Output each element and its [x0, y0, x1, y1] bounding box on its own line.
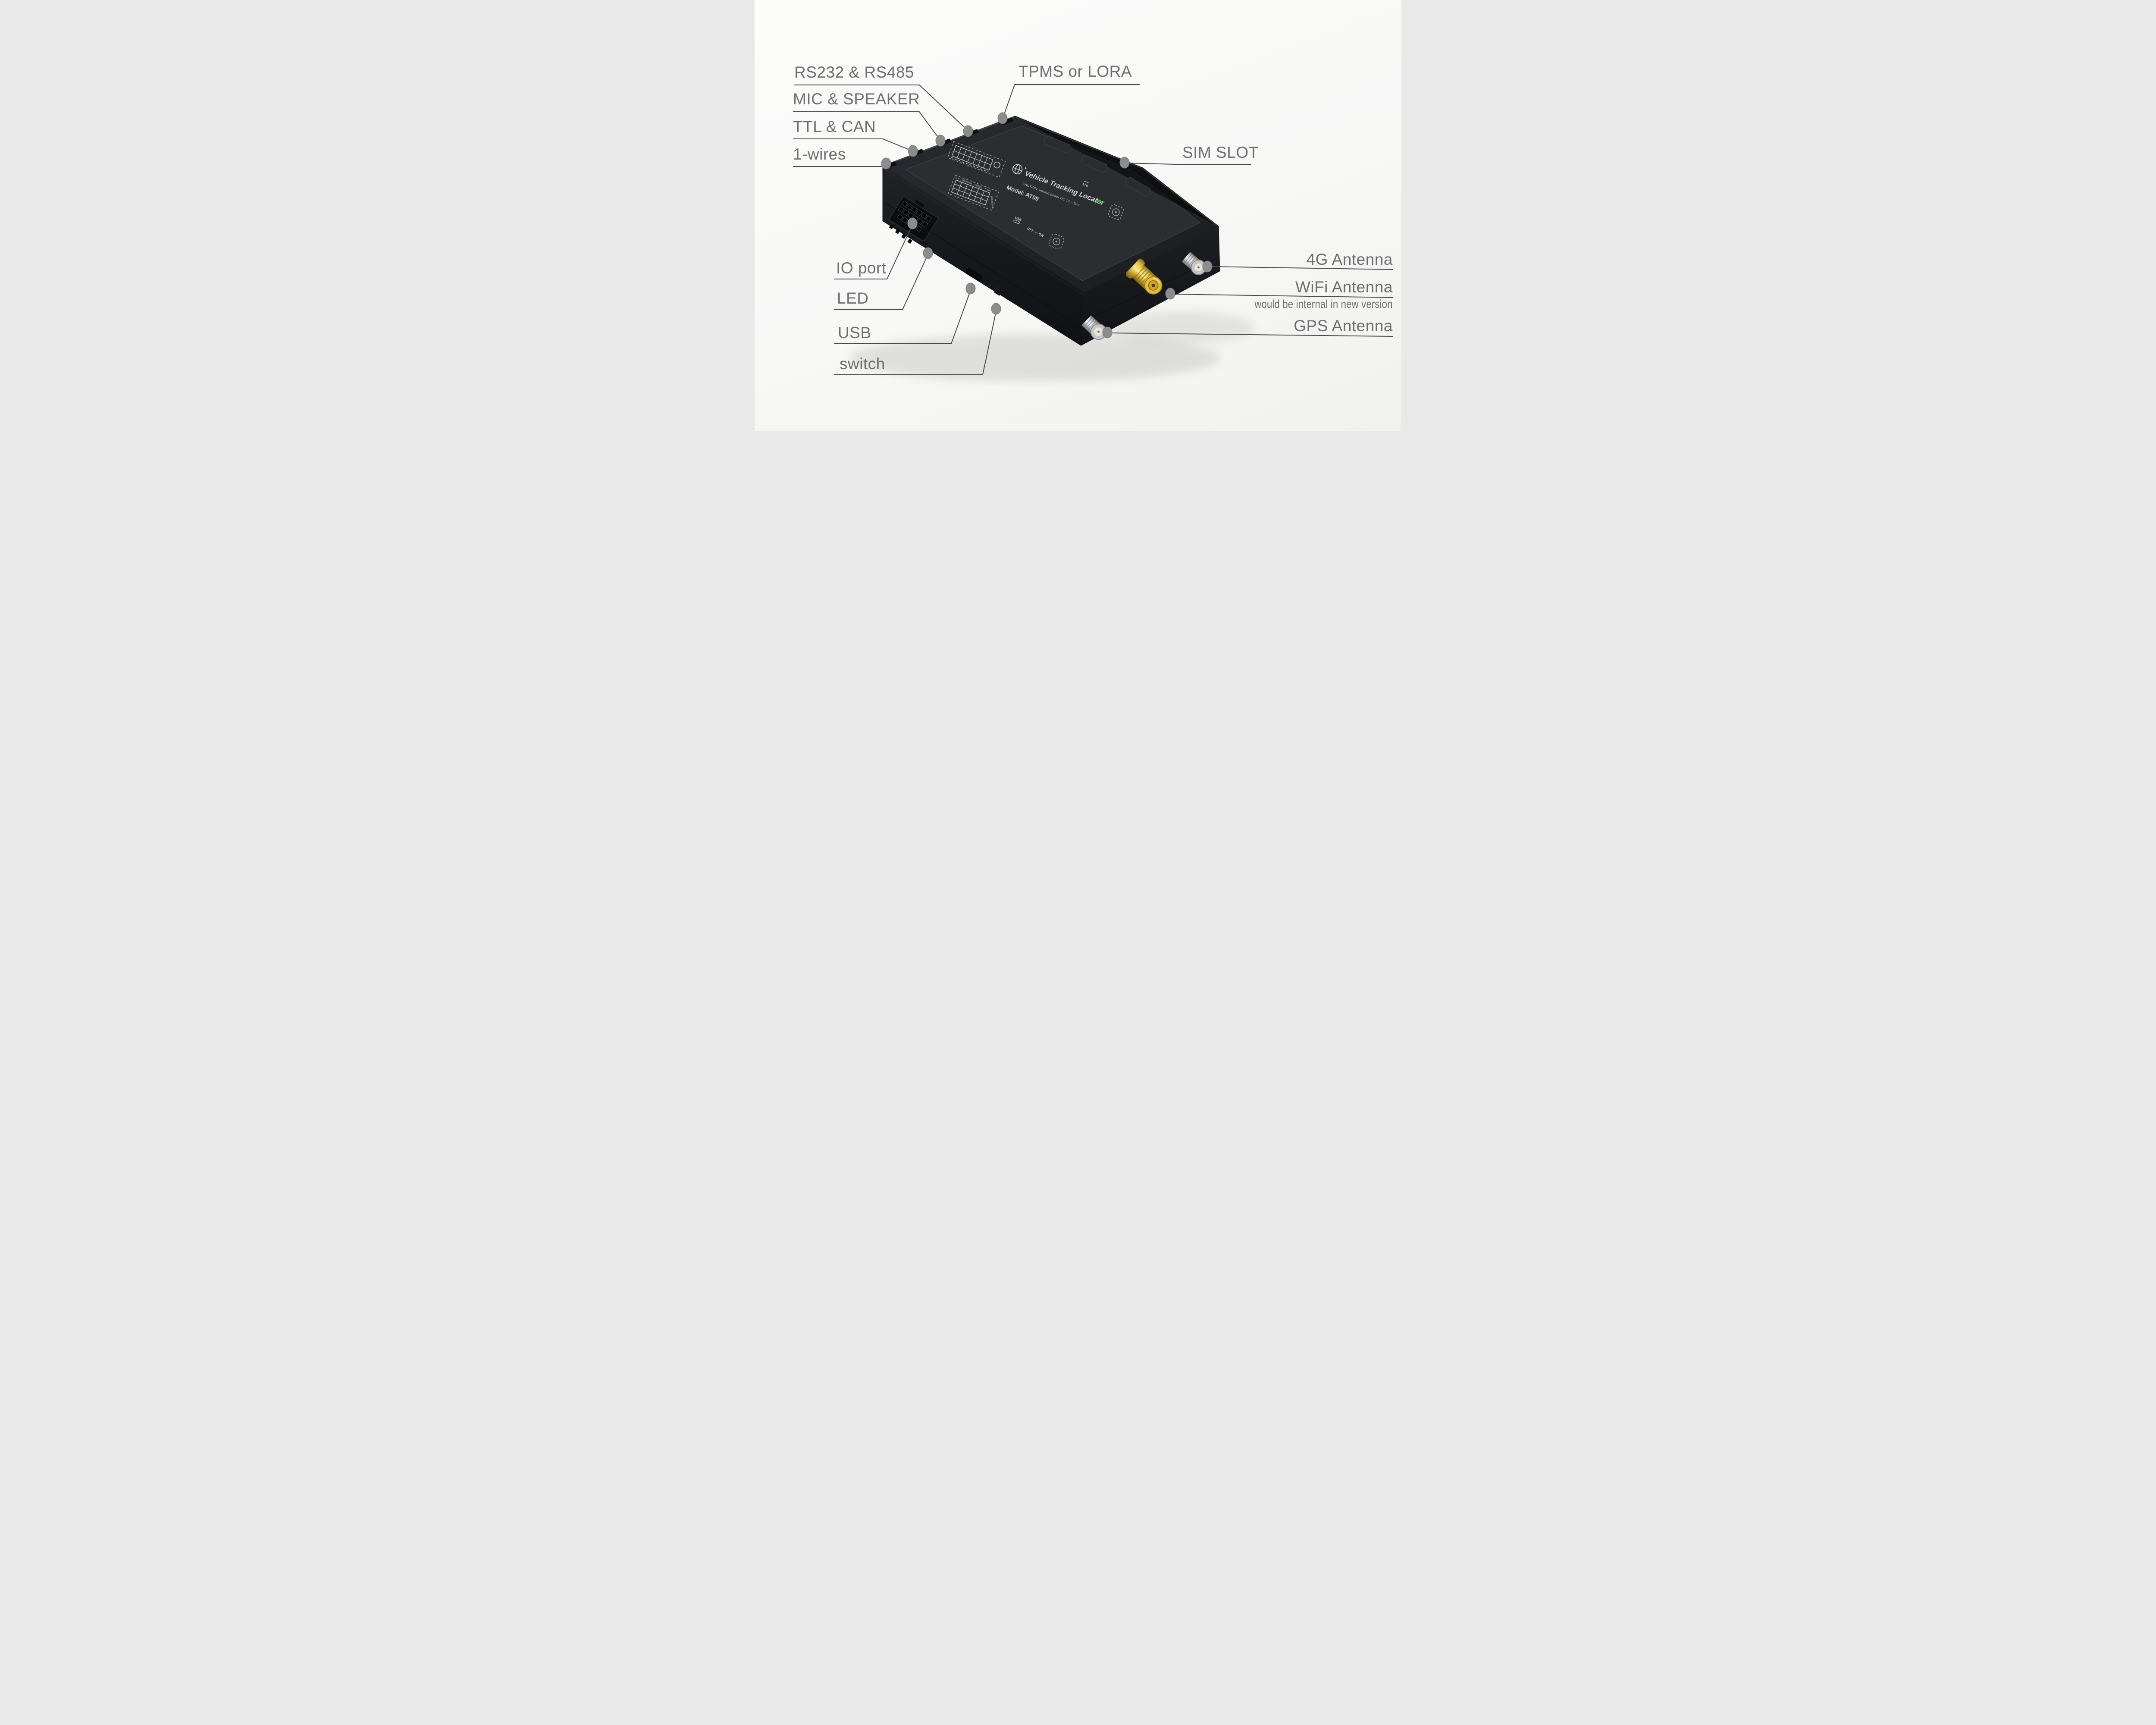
leader-line-led	[834, 253, 929, 310]
dot-gps	[1102, 326, 1112, 339]
device-front-left-face	[883, 166, 1084, 345]
dot-io	[907, 217, 918, 229]
device-shadow-right	[1108, 311, 1255, 344]
usb-print-block: USB	[1013, 216, 1022, 224]
device-shadow	[849, 334, 1220, 382]
screw-markers	[1048, 204, 1124, 250]
callout-4g-antenna: 4G Antenna	[1306, 251, 1393, 268]
device-photo-art: AN · OUTPUT · INPUT · PWR SECTION A Vehi…	[793, 84, 1393, 382]
dot-1wires	[881, 157, 891, 169]
gps-antenna-connector	[1081, 315, 1107, 340]
dot-sim	[1119, 157, 1130, 169]
dot-wifi	[1165, 288, 1175, 300]
led-window	[921, 240, 929, 246]
callout-rs232-rs485: RS232 & RS485	[794, 63, 915, 81]
dot-tpms	[997, 112, 1008, 124]
leader-line-sim	[1125, 163, 1251, 165]
dot-mic	[935, 135, 946, 147]
leader-line-1wires	[793, 163, 887, 167]
callout-lines	[793, 84, 1393, 375]
leader-line-rs232	[794, 85, 969, 132]
callout-switch: switch	[840, 355, 885, 373]
leader-line-tpms	[1003, 84, 1140, 118]
dot-switch	[991, 303, 1001, 315]
dot-usb	[965, 282, 976, 295]
annotated-device-diagram: AN · OUTPUT · INPUT · PWR SECTION A Vehi…	[755, 0, 1401, 431]
callout-wifi-antenna: WiFi Antenna	[1295, 278, 1393, 296]
callout-usb: USB	[838, 324, 871, 342]
dot-led	[923, 247, 933, 259]
leader-line-io	[834, 223, 913, 279]
leader-line-4g	[1207, 266, 1393, 270]
leader-line-gps	[1107, 332, 1393, 337]
callout-io-port: IO port	[836, 259, 887, 277]
callout-sim-slot: SIM SLOT	[1182, 144, 1259, 161]
leader-line-wifi	[1170, 294, 1393, 298]
usb-port	[965, 268, 982, 281]
wifi-signal-icon	[1094, 199, 1103, 204]
seam-top-edge	[884, 169, 1084, 295]
globe-icon	[1012, 164, 1023, 175]
io-grid-section-print: SECTION A	[990, 196, 994, 209]
leader-line-switch	[834, 309, 997, 375]
callout-led: LED	[837, 289, 869, 307]
io-port-lower-pins	[889, 224, 912, 244]
leader-line-mic	[793, 111, 941, 141]
callout-ttl-can: TTL & CAN	[793, 118, 876, 135]
callout-wifi-note: would be internal in new version	[1254, 298, 1393, 310]
top-rail-tabs	[1044, 135, 1151, 197]
device-body	[882, 116, 1220, 346]
callout-gps-antenna: GPS Antenna	[1294, 317, 1393, 335]
4g-antenna-connector	[1181, 252, 1206, 275]
callout-dots	[881, 112, 1213, 339]
wifi-antenna-connector	[1126, 259, 1163, 295]
dot-rs232	[963, 125, 973, 137]
dot-4g	[1202, 260, 1213, 273]
leader-line-ttl	[793, 138, 914, 152]
usb-port-icon	[1013, 220, 1020, 224]
leader-line-usb	[834, 289, 971, 344]
dot-ttl	[908, 145, 918, 157]
power-switch-hole	[993, 287, 1003, 296]
callout-1-wires: 1-wires	[793, 145, 846, 163]
callout-mic-speaker: MIC & SPEAKER	[793, 90, 920, 108]
callout-tpms-lora: TPMS or LORA	[1018, 63, 1132, 80]
pin-diagram-1	[947, 141, 1006, 178]
